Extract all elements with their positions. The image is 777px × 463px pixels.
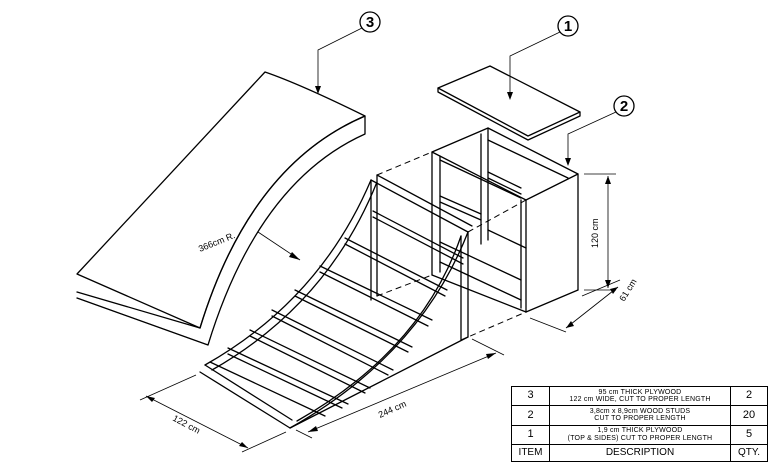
bom-header-qty: QTY.: [730, 443, 768, 463]
bom-desc-line-1: 95 cm THICK PLYWOOD: [598, 388, 682, 396]
bom-description-cell: 95 cm THICK PLYWOOD 122 cm WIDE, CUT TO …: [549, 385, 731, 407]
ramp-frame: [199, 174, 473, 429]
bom-header-item: ITEM: [511, 443, 550, 463]
cross-studs: [209, 210, 464, 417]
bill-of-materials-table: 3 95 cm THICK PLYWOOD 122 cm WIDE, CUT T…: [511, 385, 768, 463]
bom-row: 2 3,8cm x 8,9cm WOOD STUDS CUT TO PROPER…: [511, 405, 768, 426]
bom-header-row: ITEM DESCRIPTION QTY.: [511, 443, 768, 463]
bom-desc-line-2: CUT TO PROPER LENGTH: [594, 415, 686, 423]
bom-item-cell: 3: [511, 385, 550, 407]
callout-1: 1: [507, 15, 579, 100]
bom-desc-line-2: 122 cm WIDE, CUT TO PROPER LENGTH: [569, 396, 711, 404]
top-plywood-sheet: [437, 65, 581, 141]
bom-header-description: DESCRIPTION: [549, 443, 731, 463]
bom-row: 3 95 cm THICK PLYWOOD 122 cm WIDE, CUT T…: [511, 385, 768, 407]
alignment-lines: [376, 151, 527, 341]
dimension-lines: [139, 173, 621, 453]
platform-box: [431, 127, 579, 313]
callout-2-number: 2: [620, 98, 628, 115]
bom-desc-line-2: (TOP & SIDES) CUT TO PROPER LENGTH: [567, 434, 713, 442]
bom-description-cell: 3,8cm x 8,9cm WOOD STUDS CUT TO PROPER L…: [549, 405, 731, 426]
bom-item-cell: 2: [511, 405, 550, 426]
height-label: 120 cm: [590, 218, 600, 248]
plywood-sheets: [76, 71, 366, 346]
bom-desc-line-1: 1,9 cm THICK PLYWOOD: [597, 427, 683, 435]
callout-1-number: 1: [564, 18, 572, 35]
depth-label: 61 cm: [617, 277, 638, 303]
callout-3-number: 3: [366, 14, 374, 31]
bom-qty-cell: 20: [730, 405, 768, 426]
bom-qty-cell: 5: [730, 424, 768, 445]
bom-item-cell: 1: [511, 424, 550, 445]
bom-row: 1 1,9 cm THICK PLYWOOD (TOP & SIDES) CUT…: [511, 424, 768, 445]
callout-2: 2: [565, 95, 635, 166]
length-label: 244 cm: [377, 399, 408, 420]
callout-3: 3: [315, 11, 381, 94]
bom-desc-line-1: 3,8cm x 8,9cm WOOD STUDS: [589, 408, 691, 416]
radius-leader: [257, 231, 301, 261]
bom-description-cell: 1,9 cm THICK PLYWOOD (TOP & SIDES) CUT T…: [549, 424, 731, 445]
bom-qty-cell: 2: [730, 385, 768, 407]
